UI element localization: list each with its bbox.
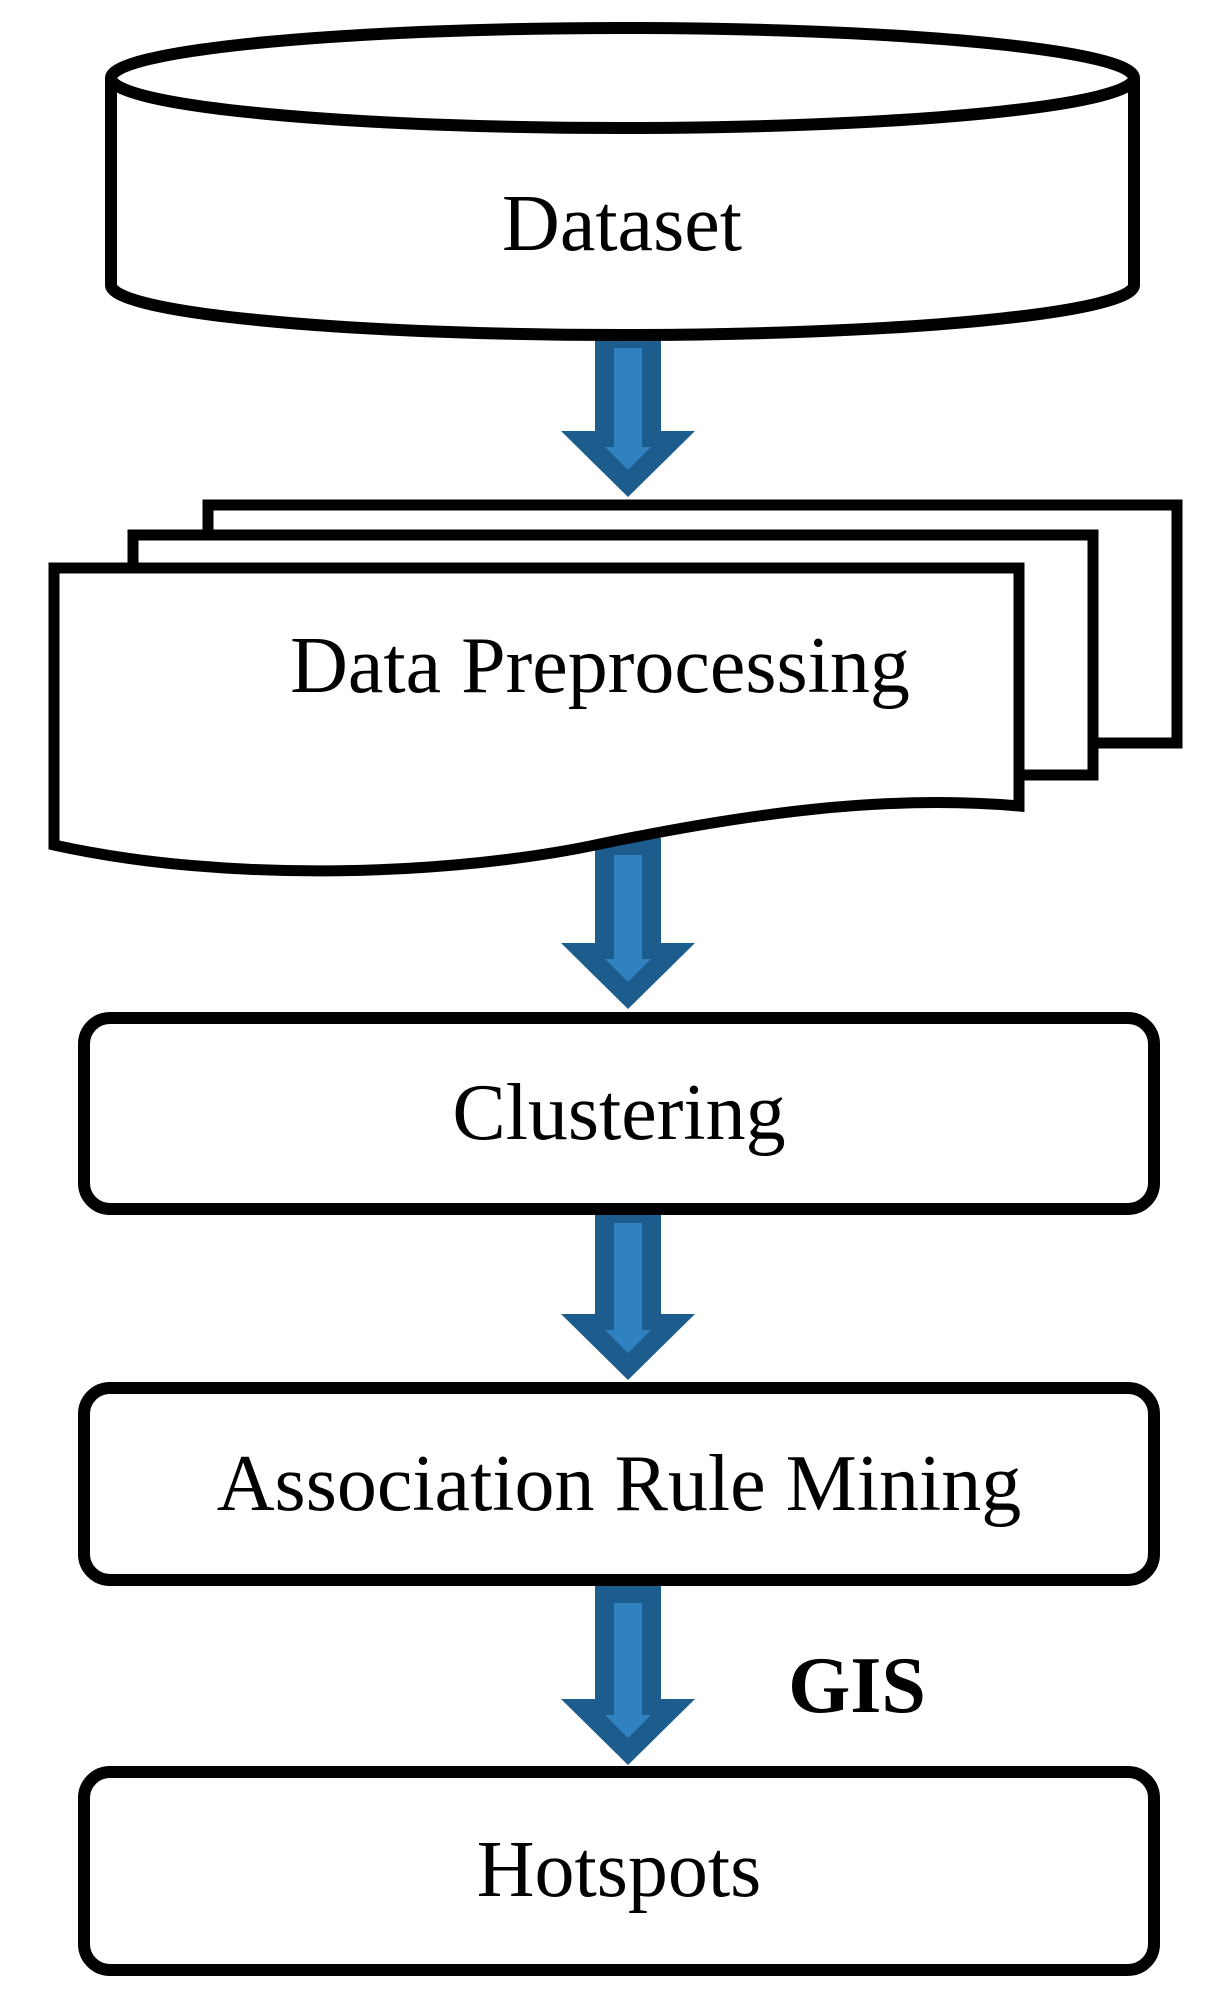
arrow-clustering-to-association bbox=[561, 1206, 695, 1380]
gis-edge-label: GIS bbox=[788, 1642, 926, 1730]
association-rule-mining-box-shape bbox=[78, 1382, 1160, 1586]
arrow-preprocessing-to-clustering bbox=[561, 838, 695, 1009]
clustering-box-shape bbox=[78, 1012, 1160, 1215]
dataset-cylinder-shape bbox=[105, 22, 1140, 341]
arrow-association-to-hotspots bbox=[561, 1586, 695, 1765]
data-preprocessing-label: Data Preprocessing bbox=[290, 622, 910, 710]
arrow-dataset-to-preprocessing bbox=[561, 331, 695, 497]
clustering-label: Clustering bbox=[452, 1069, 786, 1157]
down-arrow-inner-icon bbox=[605, 1223, 651, 1353]
hotspots-label: Hotspots bbox=[476, 1826, 762, 1914]
document-front bbox=[48, 562, 1025, 877]
down-arrow-inner-icon bbox=[605, 1603, 651, 1738]
hotspots-box-shape bbox=[78, 1766, 1160, 1976]
dataset-label: Dataset bbox=[502, 180, 742, 268]
down-arrow-inner-icon bbox=[605, 348, 651, 470]
document-stack-shape bbox=[48, 499, 1183, 877]
association-rule-mining-label: Association Rule Mining bbox=[216, 1440, 1022, 1528]
down-arrow-inner-icon bbox=[605, 855, 651, 982]
